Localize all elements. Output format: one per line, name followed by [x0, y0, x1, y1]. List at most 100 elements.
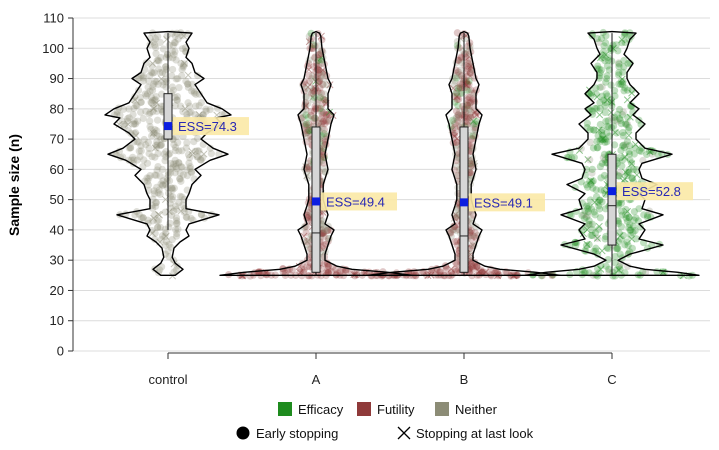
point-early-stop [118, 117, 126, 125]
point-early-stop [156, 172, 164, 180]
point-early-stop [170, 268, 178, 276]
point-early-stop [464, 60, 472, 68]
point-early-stop [305, 126, 313, 134]
point-early-stop [154, 162, 162, 171]
point-early-stop [163, 174, 171, 182]
point-early-stop [617, 207, 625, 215]
point-early-stop [482, 270, 490, 279]
point-early-stop [586, 156, 594, 164]
point-last-look [469, 117, 477, 125]
point-early-stop [317, 108, 326, 116]
point-early-stop [615, 229, 623, 237]
point-early-stop [157, 180, 165, 188]
point-early-stop [635, 147, 644, 155]
point-early-stop [157, 141, 165, 149]
point-early-stop [152, 141, 160, 149]
ess-label-control: ESS=74.3 [178, 119, 237, 134]
point-last-look [603, 96, 611, 104]
point-early-stop [172, 202, 180, 210]
point-early-stop [302, 93, 311, 101]
point-early-stop [152, 171, 160, 179]
point-early-stop [619, 128, 627, 137]
point-early-stop [615, 63, 623, 71]
point-early-stop [135, 138, 143, 146]
point-early-stop [155, 186, 163, 194]
point-early-stop [175, 159, 183, 167]
ess-marker-B [460, 198, 468, 207]
point-early-stop [146, 172, 154, 180]
point-early-stop [137, 142, 145, 150]
point-last-look [150, 104, 158, 112]
point-early-stop [134, 117, 142, 125]
point-early-stop [147, 125, 155, 133]
point-early-stop [465, 114, 473, 122]
point-last-look [453, 92, 461, 101]
point-early-stop [175, 198, 183, 207]
point-early-stop [458, 89, 466, 97]
point-early-stop [156, 38, 164, 47]
point-early-stop [157, 102, 166, 110]
point-early-stop [463, 102, 471, 110]
point-early-stop [147, 98, 155, 106]
point-early-stop [624, 126, 632, 134]
point-early-stop [320, 132, 329, 140]
point-early-stop [464, 56, 472, 64]
point-last-look [150, 214, 158, 222]
x-tick-label: control [148, 372, 187, 387]
point-early-stop [626, 156, 634, 164]
point-early-stop [162, 229, 170, 237]
point-early-stop [190, 89, 198, 97]
point-early-stop [614, 244, 622, 252]
point-early-stop [187, 169, 196, 177]
violin-A [219, 30, 413, 276]
point-early-stop [152, 50, 160, 58]
point-early-stop [465, 105, 473, 113]
point-early-stop [588, 107, 597, 115]
point-early-stop [167, 204, 175, 212]
point-early-stop [453, 171, 461, 180]
point-early-stop [125, 105, 133, 113]
point-early-stop [426, 268, 434, 276]
point-early-stop [451, 120, 459, 128]
point-last-look [470, 159, 478, 167]
point-early-stop [602, 39, 610, 47]
x-tick-label: C [607, 372, 616, 387]
point-early-stop [607, 44, 616, 53]
point-last-look [618, 36, 626, 44]
point-early-stop [626, 226, 634, 234]
point-early-stop [625, 150, 634, 158]
point-early-stop [619, 108, 627, 116]
point-early-stop [468, 263, 477, 271]
point-early-stop [161, 69, 169, 77]
point-early-stop [161, 225, 169, 233]
point-early-stop [154, 149, 162, 158]
point-early-stop [598, 135, 606, 144]
point-early-stop [165, 223, 173, 231]
point-early-stop [148, 99, 156, 107]
point-early-stop [456, 80, 464, 88]
point-early-stop [299, 268, 308, 276]
point-early-stop [625, 147, 633, 156]
point-early-stop [158, 165, 166, 174]
point-early-stop [132, 101, 140, 110]
point-early-stop [336, 268, 344, 276]
point-early-stop [154, 189, 162, 197]
point-early-stop [152, 202, 160, 210]
point-early-stop [588, 32, 596, 40]
point-early-stop [137, 214, 146, 222]
point-early-stop [463, 121, 471, 129]
point-early-stop [172, 226, 180, 234]
point-early-stop [465, 102, 474, 110]
point-early-stop [183, 139, 191, 147]
point-early-stop [153, 183, 161, 191]
point-early-stop [596, 69, 604, 77]
point-early-stop [129, 110, 137, 119]
point-early-stop [452, 89, 460, 97]
point-early-stop [467, 160, 475, 168]
point-early-stop [150, 69, 158, 77]
point-early-stop [467, 111, 475, 119]
point-early-stop [124, 114, 132, 123]
point-early-stop [172, 162, 180, 171]
point-early-stop [151, 35, 160, 43]
